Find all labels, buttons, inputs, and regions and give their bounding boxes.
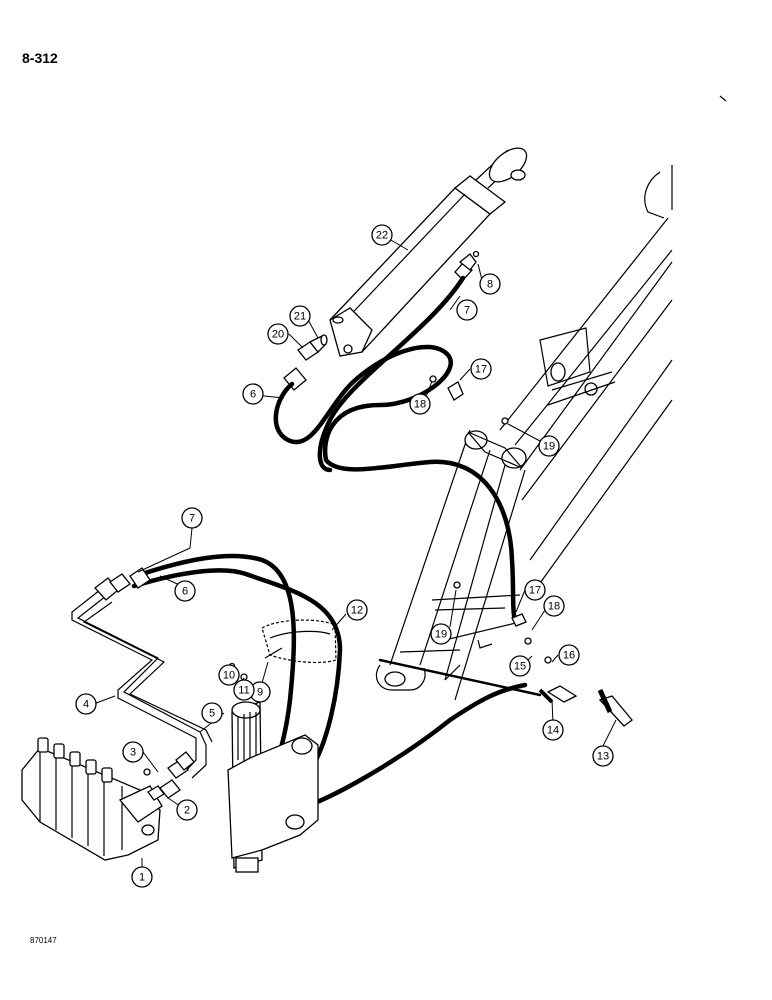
callout-number: 18 — [414, 399, 426, 411]
callout-number: 11 — [238, 685, 249, 697]
callout-number: 2 — [184, 805, 190, 817]
callout-21: 21 — [289, 305, 311, 327]
callout-19: 19 — [430, 623, 452, 645]
callout-17: 17 — [524, 579, 546, 601]
callout-number: 19 — [543, 441, 555, 453]
callout-number: 14 — [547, 725, 559, 737]
callout-number: 20 — [272, 329, 284, 341]
callout-number: 12 — [351, 605, 363, 617]
callout-15: 15 — [509, 655, 531, 677]
dipper-frame — [375, 165, 673, 701]
callout-12: 12 — [346, 599, 368, 621]
callout-number: 16 — [563, 650, 575, 662]
pins-and-bolts — [228, 375, 633, 727]
callout-13: 13 — [592, 745, 614, 767]
callout-number: 7 — [464, 305, 470, 317]
callout-11: 11 — [233, 679, 255, 701]
cylinder-fittings — [283, 250, 480, 391]
page-number: 8-312 — [22, 50, 58, 66]
callout-number: 4 — [83, 699, 89, 711]
callout-16: 16 — [558, 644, 580, 666]
leader-lines — [95, 235, 617, 872]
callout-14: 14 — [542, 719, 564, 741]
callout-19: 19 — [538, 435, 560, 457]
steel-tubes — [71, 567, 213, 779]
callout-18: 18 — [409, 393, 431, 415]
callout-8: 8 — [479, 273, 501, 295]
callout-10: 10 — [218, 664, 240, 686]
callout-4: 4 — [75, 693, 97, 715]
callout-number: 15 — [514, 661, 526, 673]
callout-18: 18 — [543, 595, 565, 617]
callout-3: 3 — [122, 741, 144, 763]
callout-7: 7 — [181, 507, 203, 529]
swing-post — [227, 701, 319, 873]
callout-20: 20 — [267, 323, 289, 345]
boom-pivot-boss — [464, 430, 488, 450]
callout-number: 22 — [376, 230, 388, 242]
callout-number: 5 — [209, 708, 215, 720]
callout-number: 1 — [139, 872, 145, 884]
callout-6: 6 — [242, 383, 264, 405]
callout-17: 17 — [470, 358, 492, 380]
valve-fittings — [143, 751, 195, 801]
callout-22: 22 — [371, 224, 393, 246]
callout-7: 7 — [456, 299, 478, 321]
figure-code: 870147 — [30, 936, 57, 945]
callout-5: 5 — [201, 702, 223, 724]
hose-guard — [261, 619, 337, 664]
callout-number: 17 — [475, 364, 487, 376]
callout-number: 18 — [548, 601, 560, 613]
hydraulic-cylinder — [329, 147, 528, 357]
stray-mark — [719, 95, 727, 102]
callout-number: 10 — [223, 670, 235, 682]
callout-number: 21 — [294, 311, 306, 323]
callout-number: 6 — [250, 389, 256, 401]
callout-number: 9 — [257, 687, 263, 699]
callout-1: 1 — [131, 866, 153, 888]
callout-number: 8 — [487, 279, 493, 291]
callout-6: 6 — [174, 580, 196, 602]
callout-number: 13 — [597, 751, 609, 763]
callout-number: 6 — [182, 586, 188, 598]
callout-2: 2 — [176, 799, 198, 821]
callout-number: 3 — [130, 747, 136, 759]
callout-number: 17 — [529, 585, 541, 597]
callout-number: 19 — [435, 629, 447, 641]
callout-number: 7 — [189, 513, 195, 525]
